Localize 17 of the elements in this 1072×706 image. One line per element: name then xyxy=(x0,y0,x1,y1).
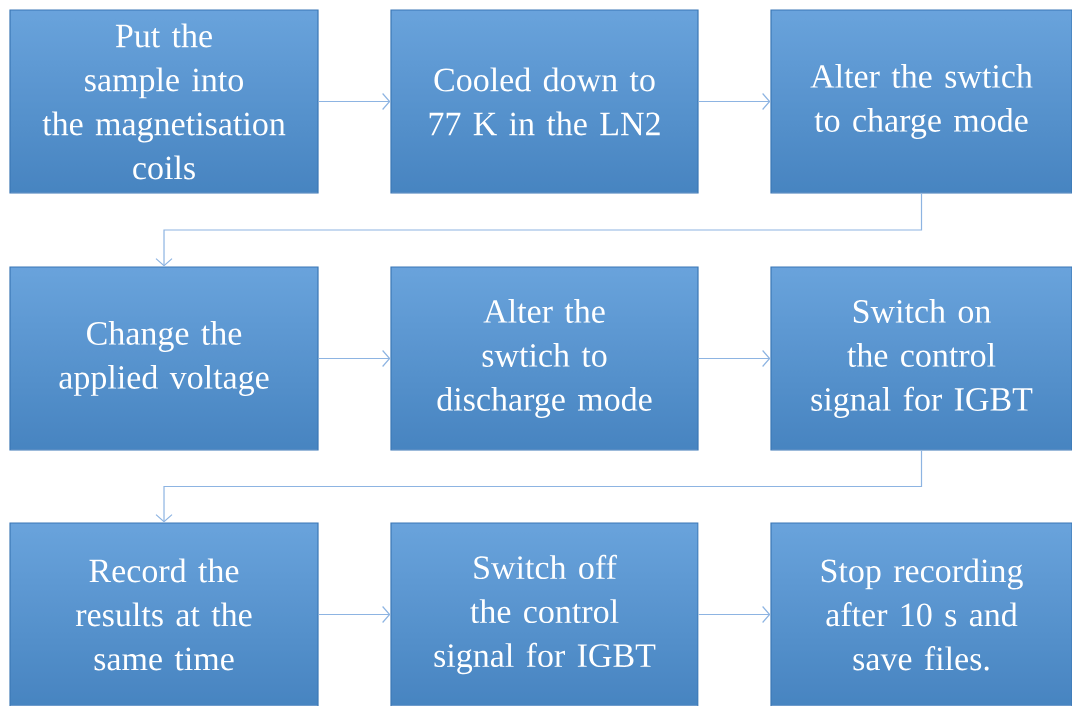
process-box: Switch off the control signal for IGBT xyxy=(390,522,699,706)
arrow xyxy=(318,605,391,624)
process-box: Record the results at the same time xyxy=(9,522,319,706)
arrow xyxy=(698,92,771,111)
arrow xyxy=(698,349,771,368)
arrow xyxy=(155,450,923,523)
arrow xyxy=(318,92,391,111)
process-box: Alter the swtich to charge mode xyxy=(770,9,1072,194)
arrow xyxy=(155,193,923,267)
process-box: Put the sample into the magnetisation coils xyxy=(9,9,319,194)
arrow xyxy=(318,349,391,368)
process-box: Alter the swtich to discharge mode xyxy=(390,266,699,451)
process-box: Change the applied voltage xyxy=(9,266,319,451)
process-box: Stop recording after 10 s and save files. xyxy=(770,522,1072,706)
process-box: Switch on the control signal for IGBT xyxy=(770,266,1072,451)
process-box: Cooled down to 77 K in the LN2 xyxy=(390,9,699,194)
arrow xyxy=(698,605,771,624)
